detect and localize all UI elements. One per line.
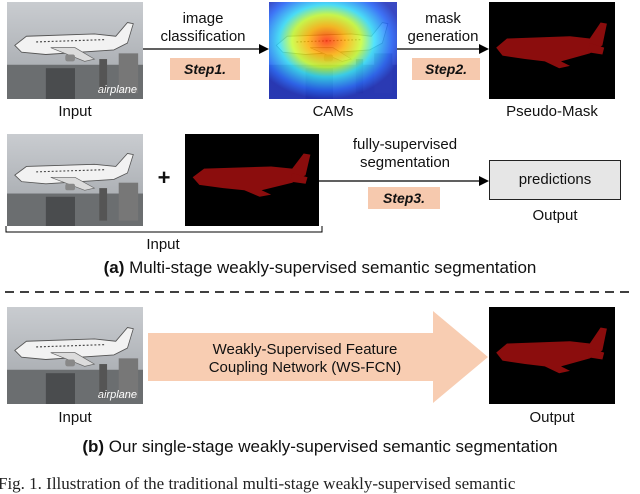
- output-label: Output: [532, 207, 578, 224]
- arrow-step1: [143, 44, 269, 54]
- plus-sign: +: [157, 165, 171, 190]
- pseudo-mask-image: [489, 2, 615, 99]
- predictions-box: predictions: [489, 160, 621, 200]
- caption-b-text: Our single-stage weakly-supervised seman…: [104, 437, 558, 456]
- caption-a: (a) Multi-stage weakly-supervised semant…: [0, 258, 640, 278]
- network-line2: Coupling Network (WS-FCN): [208, 359, 402, 376]
- arrow-step2: [397, 44, 489, 54]
- input-bracket: [5, 226, 323, 233]
- caption-b-tag: (b): [82, 437, 105, 456]
- step2-text-line1: mask: [425, 10, 461, 27]
- input2-label: Input: [146, 236, 180, 253]
- step2-badge: Step2.: [412, 58, 480, 80]
- output-label-b: Output: [529, 409, 575, 426]
- input-label-b: Input: [58, 409, 92, 426]
- arrow-step3: [319, 176, 489, 186]
- airplane-tag: airplane: [97, 84, 137, 96]
- step3-text-line2: segmentation: [359, 154, 451, 171]
- caption-b: (b) Our single-stage weakly-supervised s…: [0, 437, 640, 457]
- step1-text-line1: image: [182, 10, 224, 27]
- predictions-label: predictions: [518, 171, 592, 188]
- step2-text-line2: generation: [407, 28, 479, 45]
- airplane-tag-b: airplane: [97, 389, 137, 401]
- cams-label: CAMs: [312, 103, 354, 120]
- cams-image: [269, 2, 397, 99]
- section-divider: [5, 291, 635, 293]
- pseudo-mask-label: Pseudo-Mask: [506, 103, 598, 120]
- step3-badge: Step3.: [368, 187, 440, 209]
- input-image-2: [7, 134, 143, 226]
- pseudo-mask-image-2: [185, 134, 319, 226]
- output-mask-b: [489, 307, 615, 404]
- network-line1: Weakly-Supervised Feature: [212, 341, 398, 358]
- caption-a-text: Multi-stage weakly-supervised semantic s…: [124, 258, 537, 277]
- input-image: airplane: [7, 2, 143, 99]
- input-label: Input: [58, 103, 92, 120]
- caption-a-tag: (a): [103, 258, 125, 277]
- wsfcn-arrow: [148, 311, 488, 403]
- input-image-b: airplane: [7, 307, 143, 404]
- figure-caption: Fig. 1. Illustration of the traditional …: [0, 474, 516, 493]
- step3-text-line1: fully-supervised: [352, 136, 458, 153]
- step1-badge: Step1.: [170, 58, 240, 80]
- step1-text-line2: classification: [160, 28, 246, 45]
